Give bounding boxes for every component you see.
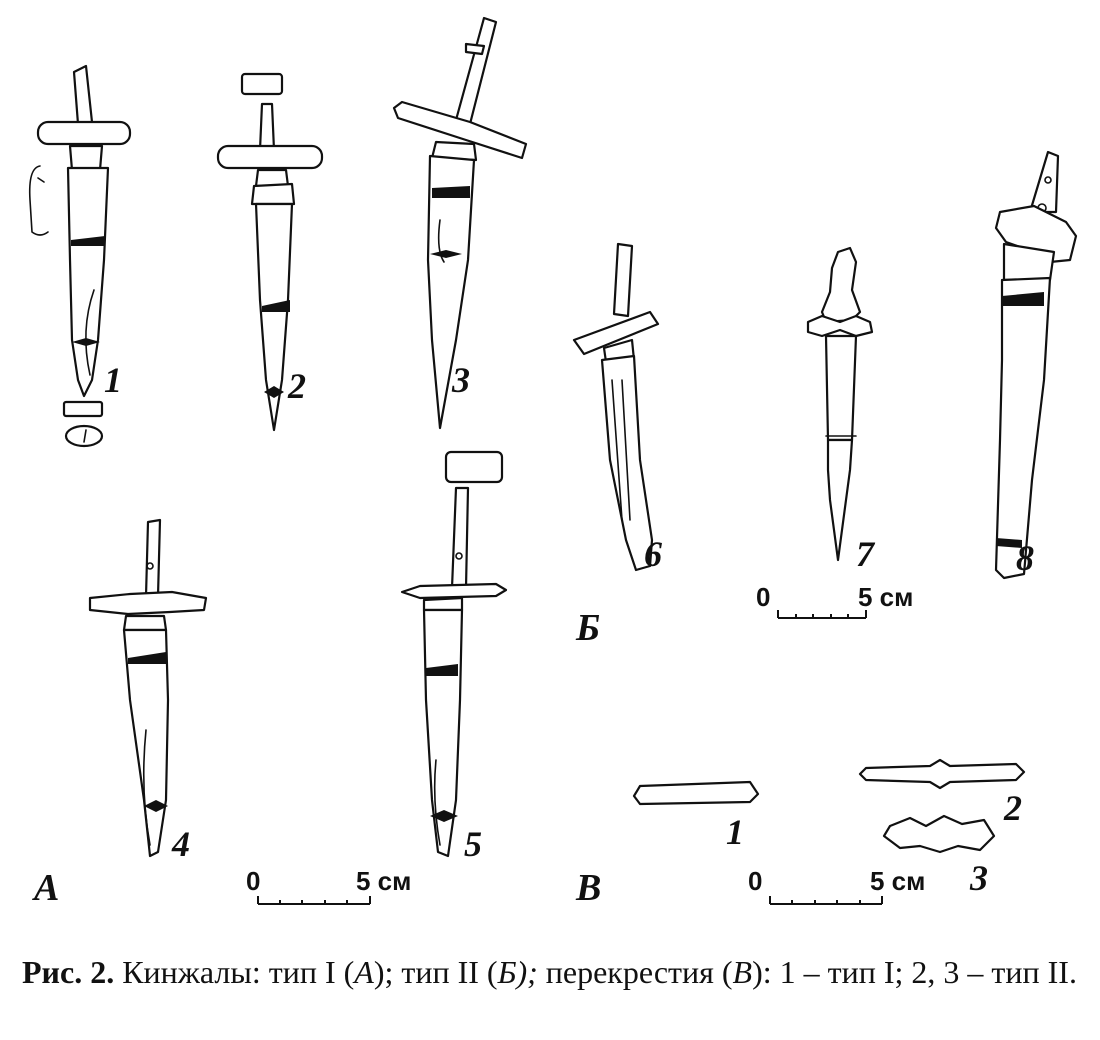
dagger-4: 4 — [88, 518, 208, 864]
dagger-3-label: 3 — [451, 360, 470, 400]
dagger-7: 7 — [806, 246, 876, 574]
caption-prefix: Рис. 2. — [22, 954, 115, 990]
dagger-6-label: 6 — [644, 534, 662, 574]
dagger-2-label: 2 — [287, 366, 306, 406]
crossguard-3: 3 — [882, 814, 996, 898]
scale-bar-a-zero: 0 — [246, 866, 260, 896]
dagger-1: 1 — [28, 64, 132, 448]
dagger-1-label: 1 — [104, 360, 122, 400]
group-label-b: Б — [575, 607, 600, 649]
scale-bar-a: 0 5 см — [246, 866, 411, 905]
dagger-6: 6 — [572, 242, 662, 574]
crossguard-2: 2 — [858, 758, 1026, 828]
scale-bar-a-five: 5 см — [356, 866, 411, 896]
crossguard-1: 1 — [632, 780, 760, 852]
dagger-8-label: 8 — [1016, 538, 1034, 578]
caption-text-1: Кинжалы: тип I ( — [114, 954, 355, 990]
dagger-5: 5 — [400, 450, 508, 864]
caption-type-b: Б); — [497, 954, 538, 990]
figure-caption: Рис. 2. Кинжалы: тип I (А); тип II (Б); … — [22, 950, 1082, 994]
group-label-v: В — [575, 867, 601, 909]
caption-type-a: А — [354, 954, 374, 990]
caption-text-3: перекрестия ( — [537, 954, 733, 990]
figure-plate: 1 2 3 4 — [28, 16, 1078, 909]
caption-text-2: ); тип II ( — [373, 954, 498, 990]
scale-bar-v-five: 5 см — [870, 866, 925, 896]
crossguard-2-label: 2 — [1003, 788, 1022, 828]
scale-bar-b-five: 5 см — [858, 582, 913, 612]
dagger-3: 3 — [392, 16, 528, 430]
dagger-8: 8 — [994, 150, 1078, 580]
dagger-2: 2 — [216, 72, 324, 432]
dagger-4-label: 4 — [171, 824, 190, 864]
scale-bar-b: 0 5 см — [756, 582, 913, 619]
caption-text-4: ): 1 – тип I; 2, 3 – тип II. — [752, 954, 1077, 990]
caption-type-v: В — [732, 954, 753, 990]
scale-bar-v: 0 5 см — [748, 866, 925, 905]
dagger-5-label: 5 — [464, 824, 482, 864]
dagger-7-label: 7 — [856, 534, 876, 574]
scale-bar-b-zero: 0 — [756, 582, 770, 612]
group-label-a: А — [32, 867, 59, 909]
crossguard-1-label: 1 — [726, 812, 744, 852]
crossguard-3-label: 3 — [969, 858, 988, 898]
scale-bar-v-zero: 0 — [748, 866, 762, 896]
